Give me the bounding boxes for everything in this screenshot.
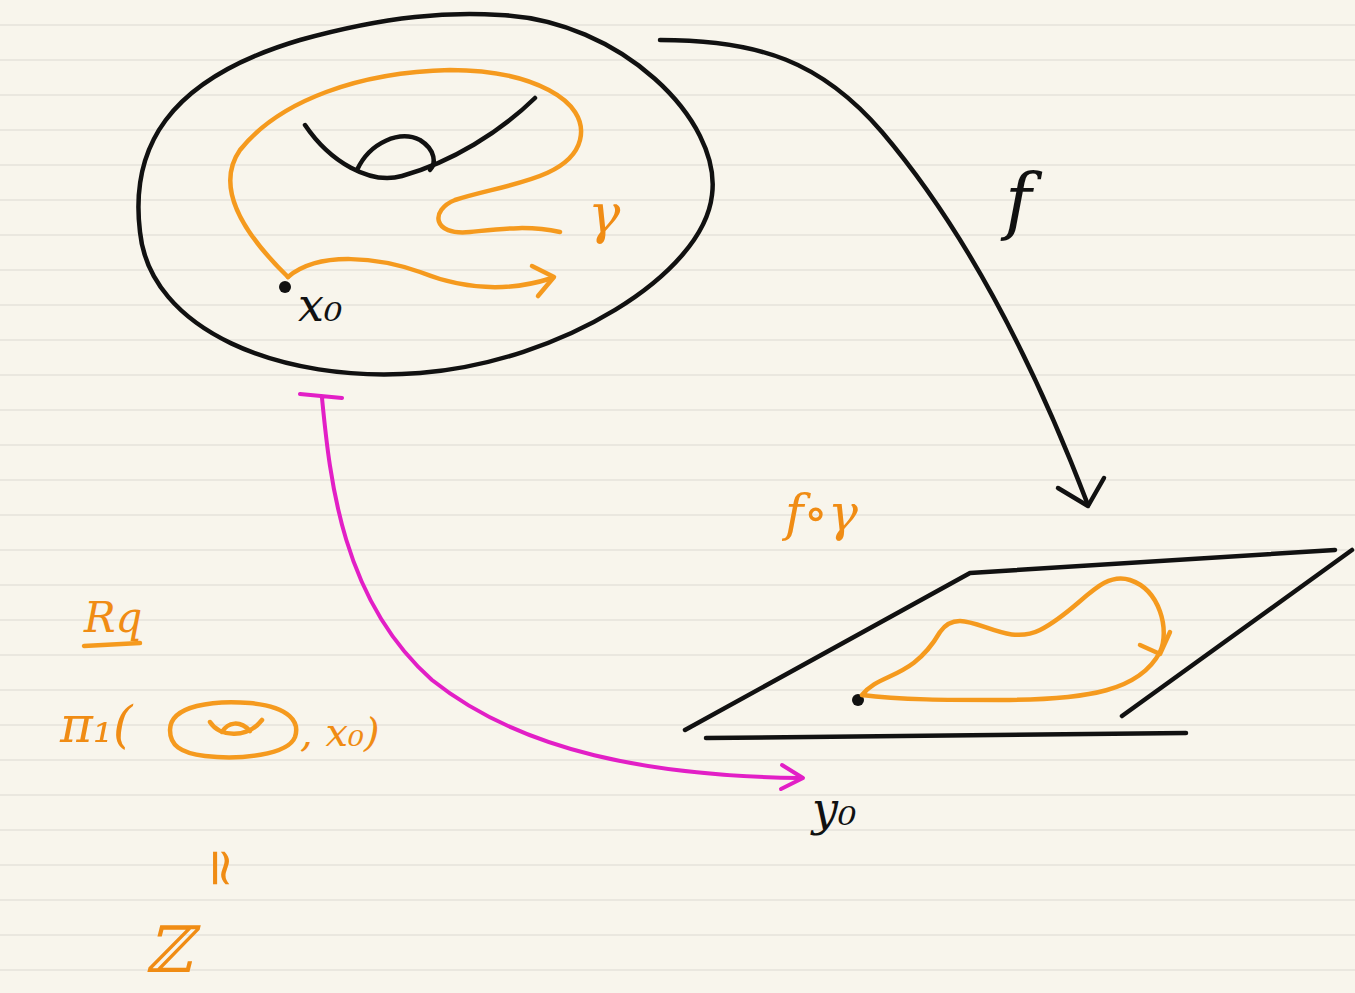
underline (84, 643, 140, 646)
isomorphism-sign: ≃ (196, 846, 248, 890)
remark-tag: Rq (84, 597, 143, 639)
group-expression: π₁( (60, 700, 132, 750)
torus-hole (357, 137, 434, 170)
ruled-lines (0, 25, 1355, 970)
point-map-arrow (300, 394, 800, 778)
map-arrow (660, 40, 1088, 505)
loop (230, 70, 581, 277)
loop-name: γ (588, 188, 620, 242)
torus-outline (138, 14, 712, 374)
image-loop-arrow-head (1140, 632, 1170, 654)
image-loop (862, 578, 1164, 700)
torus-icon (170, 702, 296, 757)
point-map-arrow-head (781, 765, 803, 789)
image-loop-name: f∘γ (785, 488, 858, 538)
point-name: x₀ (298, 282, 342, 328)
point-name: y₀ (812, 786, 856, 832)
map-name: f (1005, 165, 1032, 237)
torus-icon (210, 720, 262, 734)
plane (685, 550, 1352, 738)
group-expression: , x₀) (300, 712, 380, 752)
loop-arrow-head (532, 266, 554, 296)
integers-symbol: ℤ (145, 918, 192, 982)
map-arrow-head (1058, 478, 1104, 506)
torus-hole (305, 98, 535, 178)
base-point (279, 281, 291, 293)
